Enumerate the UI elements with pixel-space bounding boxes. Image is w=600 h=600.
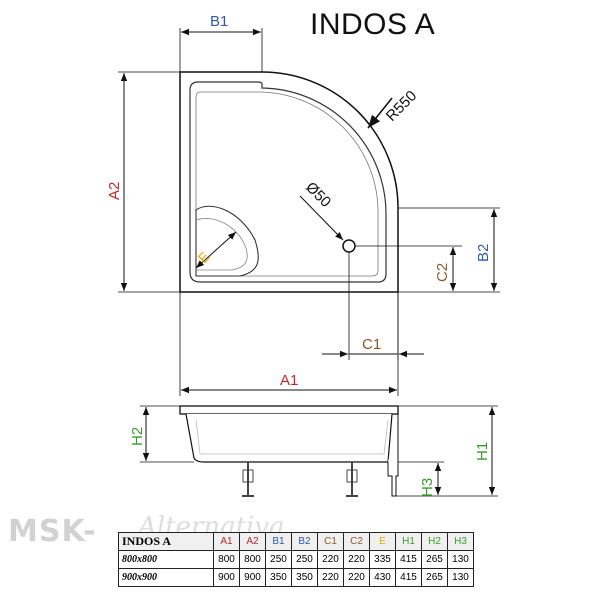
row-model: 900x900 — [118, 568, 214, 587]
label-A1: A1 — [280, 372, 298, 389]
dim-H1: H1 — [396, 405, 498, 497]
leg-right — [346, 462, 358, 497]
cell-H1: 415 — [395, 550, 422, 569]
label-H1: H1 — [474, 442, 491, 461]
table-row: 800x800 800 800 250 250 220 220 335 415 … — [118, 550, 474, 569]
header-B2: B2 — [291, 532, 318, 551]
header-B1: B1 — [265, 532, 292, 551]
radius-label: R550 — [383, 87, 420, 124]
label-A2: A2 — [106, 182, 123, 200]
cell-B2: 350 — [291, 568, 318, 587]
cell-A2: 800 — [239, 550, 266, 569]
cell-H3: 130 — [447, 550, 474, 569]
cell-B1: 350 — [265, 568, 292, 587]
label-B1: B1 — [210, 13, 228, 30]
cell-A1: 800 — [213, 550, 240, 569]
cell-E: 335 — [369, 550, 396, 569]
dim-A2: A2 — [106, 71, 180, 293]
spec-header-row: INDOS A A1 A2 B1 B2 C1 C2 E H1 H2 H3 — [118, 532, 474, 551]
seat-step-inner — [195, 218, 248, 271]
cell-H1: 415 — [395, 568, 422, 587]
tray-body — [185, 413, 393, 463]
tray-rim — [179, 405, 399, 415]
header-H3: H3 — [447, 532, 474, 551]
cell-A2: 900 — [239, 568, 266, 587]
top-view: Ø50 R550 E — [179, 71, 420, 293]
label-H3: H3 — [419, 478, 436, 497]
cell-H2: 265 — [421, 550, 448, 569]
cell-H3: 130 — [447, 568, 474, 587]
spec-table: INDOS A A1 A2 B1 B2 C1 C2 E H1 H2 H3 800… — [118, 532, 474, 587]
dim-H3: H3 — [398, 461, 444, 497]
cell-C1: 220 — [317, 568, 344, 587]
row-model: 800x800 — [118, 550, 214, 569]
side-view — [179, 405, 399, 497]
label-C1: C1 — [362, 336, 381, 353]
label-H2: H2 — [129, 427, 146, 446]
header-H1: H1 — [395, 532, 422, 551]
dim-H2: H2 — [129, 405, 194, 463]
cell-C2: 220 — [343, 568, 370, 587]
header-A2: A2 — [239, 532, 266, 551]
header-E: E — [369, 532, 396, 551]
cell-H2: 265 — [421, 568, 448, 587]
drain-circle — [342, 239, 356, 253]
cell-B1: 250 — [265, 550, 292, 569]
cell-E: 430 — [369, 568, 396, 587]
dim-A1: A1 — [179, 292, 399, 396]
tray-body-shading — [195, 419, 389, 455]
leg-left — [242, 462, 254, 497]
cell-C2: 220 — [343, 550, 370, 569]
dim-B1: B1 — [179, 13, 263, 72]
cell-C1: 220 — [317, 550, 344, 569]
dim-B2: B2 — [398, 207, 500, 293]
drain-housing — [387, 414, 399, 497]
dim-C2: C2 — [355, 245, 462, 291]
label-C2: C2 — [434, 263, 451, 282]
product-title: INDOS A — [310, 8, 436, 41]
header-A1: A1 — [213, 532, 240, 551]
watermark-logo: MSK- — [8, 514, 97, 549]
cell-B2: 250 — [291, 550, 318, 569]
header-C2: C2 — [343, 532, 370, 551]
table-row: 900x900 900 900 350 350 220 220 430 415 … — [118, 568, 474, 587]
header-H2: H2 — [421, 532, 448, 551]
cell-A1: 900 — [213, 568, 240, 587]
label-B2: B2 — [475, 244, 492, 262]
header-C1: C1 — [317, 532, 344, 551]
header-model: INDOS A — [118, 532, 214, 551]
basin-inner-line — [195, 91, 379, 277]
